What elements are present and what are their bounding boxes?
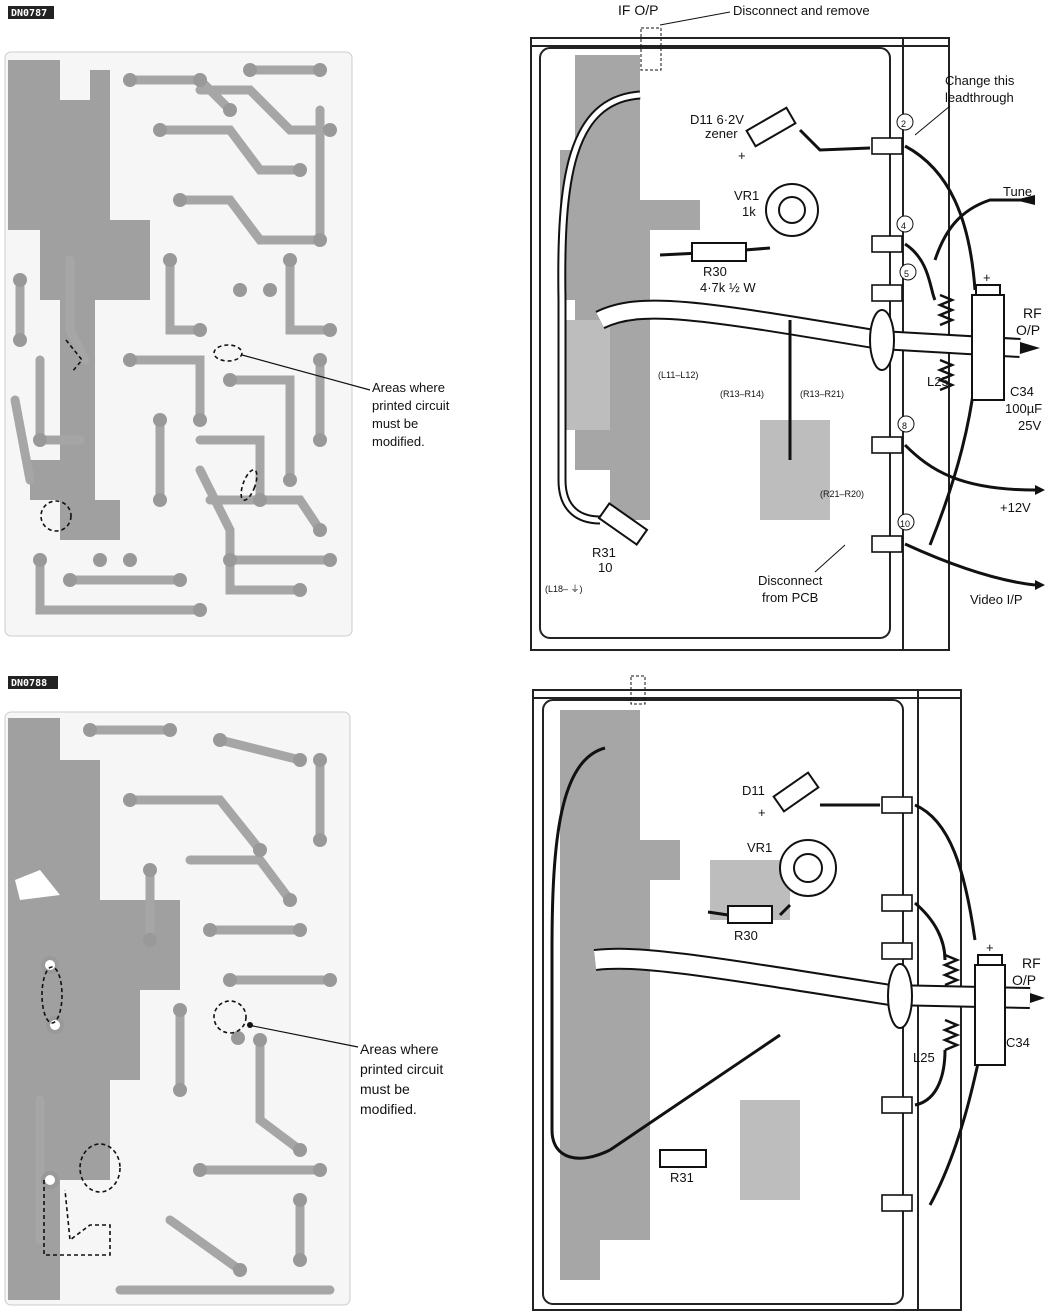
pcb-copper-area [760,420,830,520]
c34-plus-bottom: + [986,940,994,955]
rf-op-arrow [1020,342,1040,354]
tune-label: Tune [1003,184,1032,199]
if-op-connector-removed [640,27,662,71]
figure-tag-top-box [8,6,54,19]
leadthroughs-bottom [881,796,913,1212]
top-right-assembly: IF O/P Disconnect and remove 2 4 5 8 [530,2,1046,651]
board-cutout [15,870,60,900]
l11-l12-label: (L11–L12) [658,370,698,380]
rf-op-label: RF O/P [1016,305,1046,338]
disconnect-pcb-leader [814,544,846,573]
r31-label: R31 10 [592,545,619,575]
ground-plane [8,60,120,540]
tune-arrow [1015,195,1035,205]
r13-r21-label: (R13–R21) [800,389,844,399]
r30-label-bottom: R30 [734,928,758,943]
pcb-copper-top-right [560,55,700,520]
bottom-right-assembly: + + D11 VR1 R30 RF O/P L25 C34 R31 [532,675,1045,1311]
rf-coax-inner [596,301,1021,356]
disconnect-remove-label: Disconnect and remove [733,3,870,18]
pin-10-label: 10 [900,519,910,529]
if-op-label: IF O/P [618,2,658,18]
d11-plus-bottom: + [758,805,766,820]
pcb-pads-bottom [41,723,337,1277]
l25-label-bottom: L25 [913,1050,935,1065]
change-lead-label: Change this leadthrough [945,73,1018,105]
d11-diode [745,106,797,148]
modification-areas-top [40,339,258,532]
change-lead-leader [914,105,951,136]
c34-capacitor [971,294,1005,401]
plus12-label: +12V [1000,500,1031,515]
c34-label-bottom: C34 [1006,1035,1030,1050]
callout-leader-top [241,354,371,391]
r30-resistor-bottom [727,905,773,924]
top-left-pcb: DN0787 [4,6,453,637]
r21-r20-label: (R21–R20) [820,489,864,499]
c34-plus: + [983,270,991,285]
callout-leader-bottom [247,1024,359,1048]
pcb-copper-area-2 [560,320,610,430]
c34-label: C34 100µF 25V [1005,384,1046,433]
r13-r14-label: (R13–R14) [720,389,764,399]
r31-resistor-bottom [659,1149,707,1168]
coax-cable-inner [559,92,641,523]
pcb-pads-top [13,63,337,617]
r30-resistor [691,242,747,262]
plus12-arrow [1035,485,1045,495]
pcb-copper-area-4 [740,1100,800,1200]
pin-2-label: 2 [901,119,906,129]
r31-resistor [597,502,649,546]
figure-tag-bottom-box [8,676,58,689]
disconnect-leader [659,11,731,26]
modification-areas-bottom [41,966,247,1256]
callout-label-bottom: Areas where printed circuit must be modi… [360,1041,447,1117]
d11-diode-bottom [772,771,820,813]
disconnect-pcb-label: Disconnect from PCB [758,573,826,605]
vr1-label-bottom: VR1 [747,840,772,855]
video-arrow [1035,580,1045,590]
ground-plane-ext [110,220,150,300]
callout-label-top: Areas where printed circuit must be modi… [372,380,453,449]
rf-coax-inner-bottom [594,949,1031,1007]
c34-cap-top [975,284,1001,296]
c34-cap-top-bottom [977,954,1003,966]
vr1-shaft-bottom [793,853,823,883]
d11-plus: + [738,148,746,163]
rf-op-label-bottom: RF O/P [1012,955,1045,988]
vr1-shaft [778,196,806,224]
if-op-removed-bottom [630,675,646,705]
d11-label-bottom: D11 [742,783,765,798]
video-label: Video I/P [970,592,1023,607]
l18-label: (L18– ⏚) [545,584,583,594]
cable-grommet [869,309,895,371]
pin-markers: 2 4 5 8 10 [896,113,917,531]
rf-op-arrow-bottom [1030,993,1045,1003]
leadthroughs-top [871,137,903,553]
l25-coil [936,293,956,392]
pin-8-label: 8 [902,421,907,431]
pcb-traces-bottom [35,725,335,1295]
l25-label: L25 [927,374,949,389]
pcb-copper-bottom-right [560,710,680,1280]
d11-label: D11 6·2V zener [690,112,748,141]
c34-capacitor-bottom [974,964,1006,1066]
r30-label: R30 4·7k ½ W [700,264,756,295]
l25-coil-bottom [941,953,961,1052]
r31-label-bottom: R31 [670,1170,694,1185]
figure-tag-top: DN0787 [11,8,47,19]
figure-tag-bottom: DN0788 [11,678,47,689]
callout-dot-bottom [247,1022,253,1028]
bottom-left-pcb: DN0788 [4,676,447,1306]
pin-4-label: 4 [901,221,906,231]
ground-plane-bottom-ext [100,900,180,990]
pin-5-label: 5 [904,269,909,279]
coax-cable-bottom [550,746,611,1160]
vr1-label: VR1 1k [734,188,763,219]
cable-grommet-bottom [887,963,913,1029]
